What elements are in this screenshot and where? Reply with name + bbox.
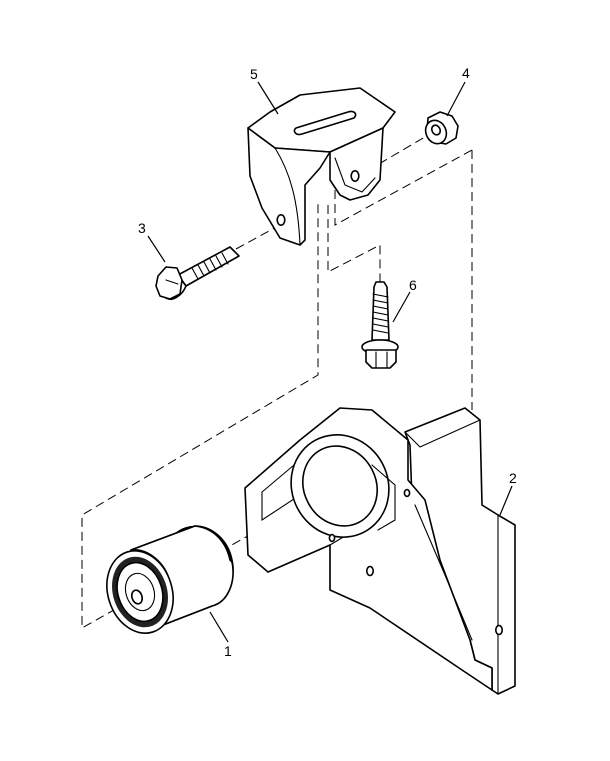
u-bracket-right-leg xyxy=(329,127,384,201)
callout-3: 3 xyxy=(138,220,146,236)
callout-1: 1 xyxy=(224,643,232,659)
bracket-hole-b xyxy=(494,624,503,636)
hex-bolt-part-3 xyxy=(155,246,240,301)
nut-4-hole xyxy=(431,124,441,136)
bolt-3-shank xyxy=(177,246,240,287)
assembly-line-bolt6 xyxy=(327,205,381,282)
callout-2: 2 xyxy=(509,470,517,486)
u-bracket-right-leg-inner xyxy=(334,157,376,193)
bracket-hole-d xyxy=(403,488,411,498)
leader-4 xyxy=(446,81,466,117)
leader-6 xyxy=(392,291,411,323)
roller-part-1 xyxy=(106,525,234,634)
roller-hub-ring xyxy=(124,572,156,612)
bolt-3-hex-edge xyxy=(165,279,179,285)
bracket-bore-inner xyxy=(302,445,378,527)
bolt-6-threads xyxy=(372,293,389,334)
callout-labels: 1 2 3 4 5 6 xyxy=(138,65,517,659)
leader-5 xyxy=(257,81,279,115)
bracket-hole-a xyxy=(365,565,374,577)
leader-2 xyxy=(499,485,513,516)
bracket-bore-depth xyxy=(371,464,396,531)
mounting-bracket-part-2 xyxy=(244,407,516,695)
callout-6: 6 xyxy=(409,277,417,293)
u-bracket-slot xyxy=(293,110,357,136)
callout-leaders xyxy=(147,81,513,643)
u-bracket-left-hole xyxy=(276,214,286,227)
leader-1 xyxy=(209,611,229,643)
flange-nut-part-4 xyxy=(424,111,459,145)
u-bracket-left-leg xyxy=(247,127,331,246)
callout-4: 4 xyxy=(462,65,470,81)
leader-3 xyxy=(147,235,166,263)
bolt-6-hex-head xyxy=(365,349,397,369)
u-bracket-part-5 xyxy=(247,87,396,246)
assembly-line-bolt3-axis xyxy=(235,224,281,250)
hex-bolt-part-6 xyxy=(361,281,399,369)
roller-center-hole xyxy=(130,589,144,605)
bracket-rib xyxy=(414,504,473,641)
bracket-hole-c xyxy=(328,533,336,543)
u-bracket-right-hole xyxy=(350,170,360,183)
assembly-line-bracket-slot xyxy=(334,149,473,226)
bracket-plate-edge xyxy=(404,419,481,448)
u-bracket-left-leg-edge xyxy=(274,147,301,246)
bolt-3-threads xyxy=(191,252,229,280)
callout-5: 5 xyxy=(250,66,258,82)
bolt-3-hex-head xyxy=(155,266,183,300)
assembly-line-roller-to-bracket xyxy=(81,203,319,629)
